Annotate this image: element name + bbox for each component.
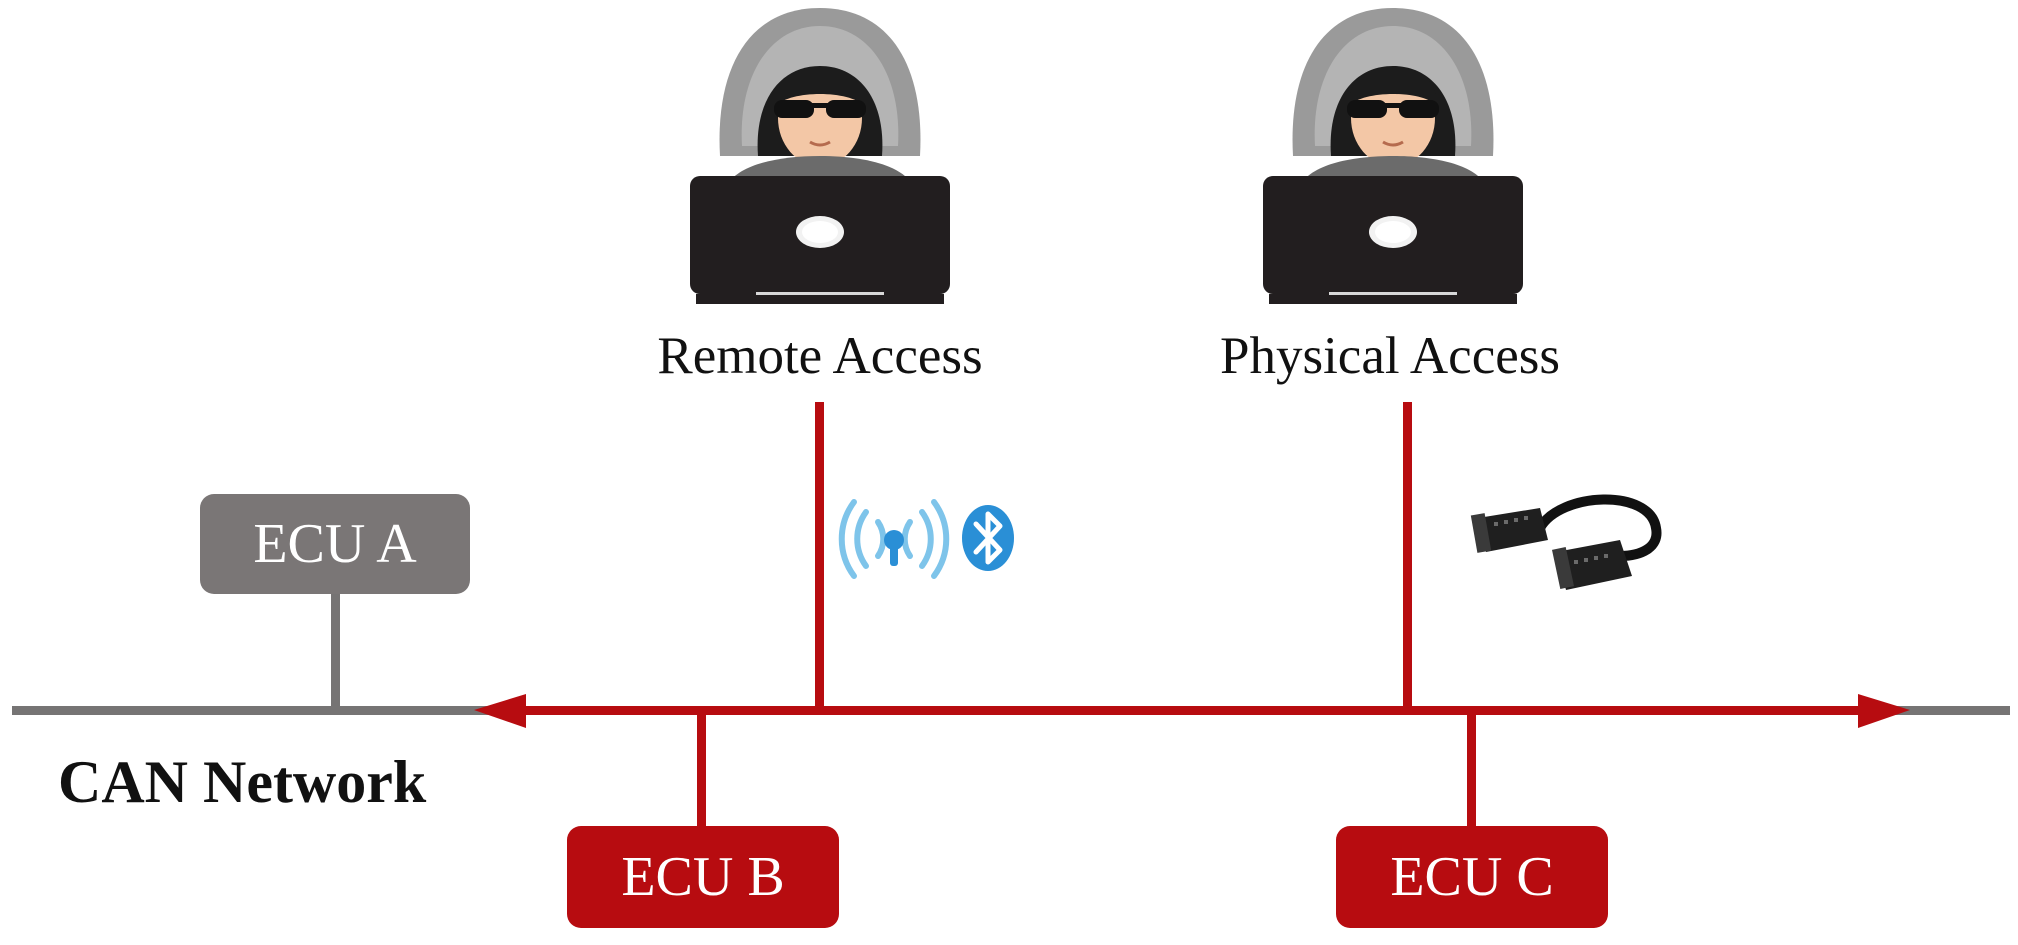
physical-access-line	[1403, 402, 1412, 710]
ecu-b-label: ECU B	[621, 846, 785, 908]
physical-access-label: Physical Access	[1219, 327, 1561, 385]
remote-access-label: Remote Access	[657, 327, 983, 385]
ecu-b-connector	[697, 712, 706, 830]
remote-access-line	[815, 402, 824, 710]
ecu-b-box: ECU B	[567, 826, 839, 928]
attack-propagation-line	[510, 706, 1880, 715]
remote-hacker-icon	[688, 6, 952, 306]
obd-cable-icon	[1470, 494, 1662, 590]
ecu-c-label: ECU C	[1390, 846, 1554, 908]
left-arrowhead	[474, 694, 526, 728]
ecu-a-connector	[331, 592, 340, 708]
wireless-signal-icon	[838, 499, 950, 579]
ecu-a-label: ECU A	[253, 513, 417, 575]
ecu-c-connector	[1467, 712, 1476, 830]
right-arrowhead	[1858, 694, 1910, 728]
ecu-c-box: ECU C	[1336, 826, 1608, 928]
wireless-antenna-icon	[884, 530, 904, 566]
bluetooth-icon	[962, 505, 1014, 571]
ecu-a-box: ECU A	[200, 494, 470, 594]
physical-hacker-icon	[1261, 6, 1525, 306]
can-network-label: CAN Network	[58, 749, 427, 815]
